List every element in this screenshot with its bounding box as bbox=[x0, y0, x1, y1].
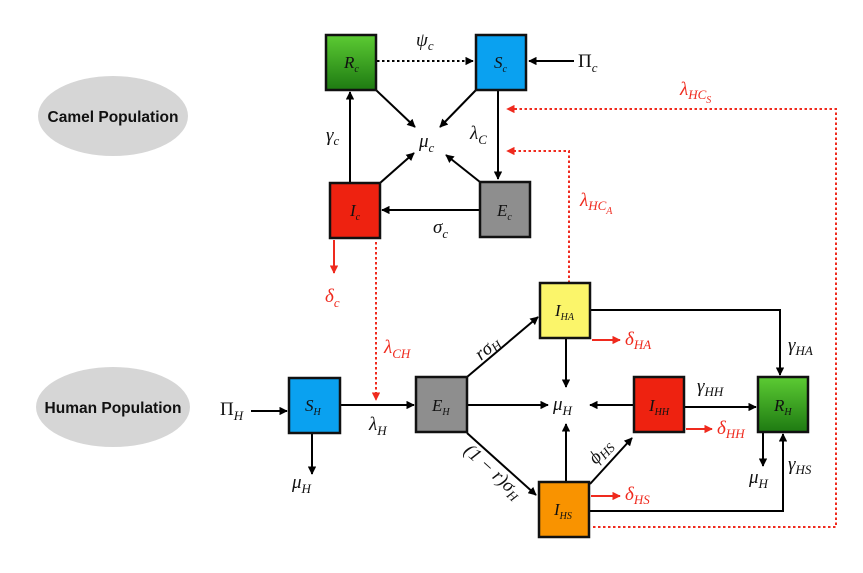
compartment-IHA-label: IHA bbox=[554, 301, 575, 323]
label-mu-H-center: μH bbox=[552, 394, 573, 418]
compartment-RH-label: RH bbox=[773, 396, 792, 418]
label-gamma-HA: γHA bbox=[788, 335, 813, 358]
compartment-EH-label: EH bbox=[431, 396, 450, 418]
label-delta-HH: δHH bbox=[717, 418, 745, 441]
compartment-IHH[interactable] bbox=[632, 375, 686, 434]
arrow-Ic-to-muc bbox=[379, 152, 415, 184]
label-gamma-c: γc bbox=[326, 125, 340, 148]
compartment-Ic[interactable] bbox=[328, 181, 382, 240]
human-population-badge: Human Population bbox=[36, 367, 190, 447]
label-r-sigma-H: rσH bbox=[471, 332, 506, 366]
label-Pi-c: Πc bbox=[578, 51, 598, 75]
compartment-EH[interactable] bbox=[414, 375, 469, 434]
label-lambda-CH: λCH bbox=[383, 337, 411, 361]
arrow-Rc-to-muc bbox=[375, 89, 416, 128]
label-phi-HS: ϕHS bbox=[584, 435, 618, 469]
camel-population-label: Camel Population bbox=[48, 109, 179, 126]
label-sigma-c: σc bbox=[433, 217, 448, 241]
label-lambda-HCA: λHCA bbox=[579, 190, 613, 217]
arrow-Ec-to-muc bbox=[445, 154, 481, 183]
compartment-RH[interactable] bbox=[756, 375, 810, 434]
arrow-IHS-to-RH bbox=[590, 433, 788, 512]
label-one-minus-r-sigma-H: (1 − r)σH bbox=[458, 440, 526, 505]
label-mu-H-SH: μH bbox=[291, 472, 312, 496]
camel-population-badge: Camel Population bbox=[38, 76, 188, 156]
label-lambda-HCS: λHCS bbox=[679, 79, 711, 106]
arrow-EH-to-IHS bbox=[466, 432, 537, 496]
compartment-Ec-label: Ec bbox=[496, 201, 512, 223]
arrow-IHS-to-camel-transmission bbox=[506, 104, 837, 528]
label-psi-c: ψc bbox=[416, 30, 434, 53]
compartment-IHS[interactable] bbox=[537, 480, 591, 539]
label-delta-HA: δHA bbox=[625, 329, 651, 352]
compartment-Sc-label: Sc bbox=[494, 53, 508, 75]
compartment-Rc-label: Rc bbox=[343, 53, 359, 75]
arrow-IHS-to-IHH bbox=[589, 437, 633, 485]
compartment-Rc[interactable] bbox=[324, 33, 378, 92]
label-gamma-HH: γHH bbox=[697, 376, 724, 399]
label-mu-c: μc bbox=[418, 131, 435, 155]
compartment-Ic-label: Ic bbox=[349, 201, 361, 223]
compartment-SH-label: SH bbox=[305, 396, 322, 418]
compartment-SH[interactable] bbox=[287, 376, 342, 435]
arrow-IHA-to-RH bbox=[590, 309, 785, 376]
arrow-IHA-to-camel-transmission bbox=[506, 146, 570, 283]
label-Pi-H: ΠH bbox=[220, 399, 244, 423]
human-population-label: Human Population bbox=[45, 400, 182, 417]
arrow-Sc-to-muc bbox=[439, 89, 477, 128]
label-delta-c: δc bbox=[325, 286, 340, 310]
label-delta-HS: δHS bbox=[625, 484, 650, 507]
compartment-Sc[interactable] bbox=[474, 33, 528, 92]
label-lambda-H: λH bbox=[368, 414, 387, 438]
compartment-Ec[interactable] bbox=[478, 180, 532, 239]
compartment-IHS-label: IHS bbox=[553, 500, 572, 522]
compartment-IHA[interactable] bbox=[538, 281, 592, 340]
label-gamma-HS: γHS bbox=[788, 454, 812, 477]
compartment-IHH-label: IHH bbox=[648, 396, 670, 418]
arrow-EH-to-IHA bbox=[466, 316, 539, 378]
label-mu-H-RH: μH bbox=[748, 467, 769, 491]
label-lambda-C: λC bbox=[469, 123, 487, 147]
